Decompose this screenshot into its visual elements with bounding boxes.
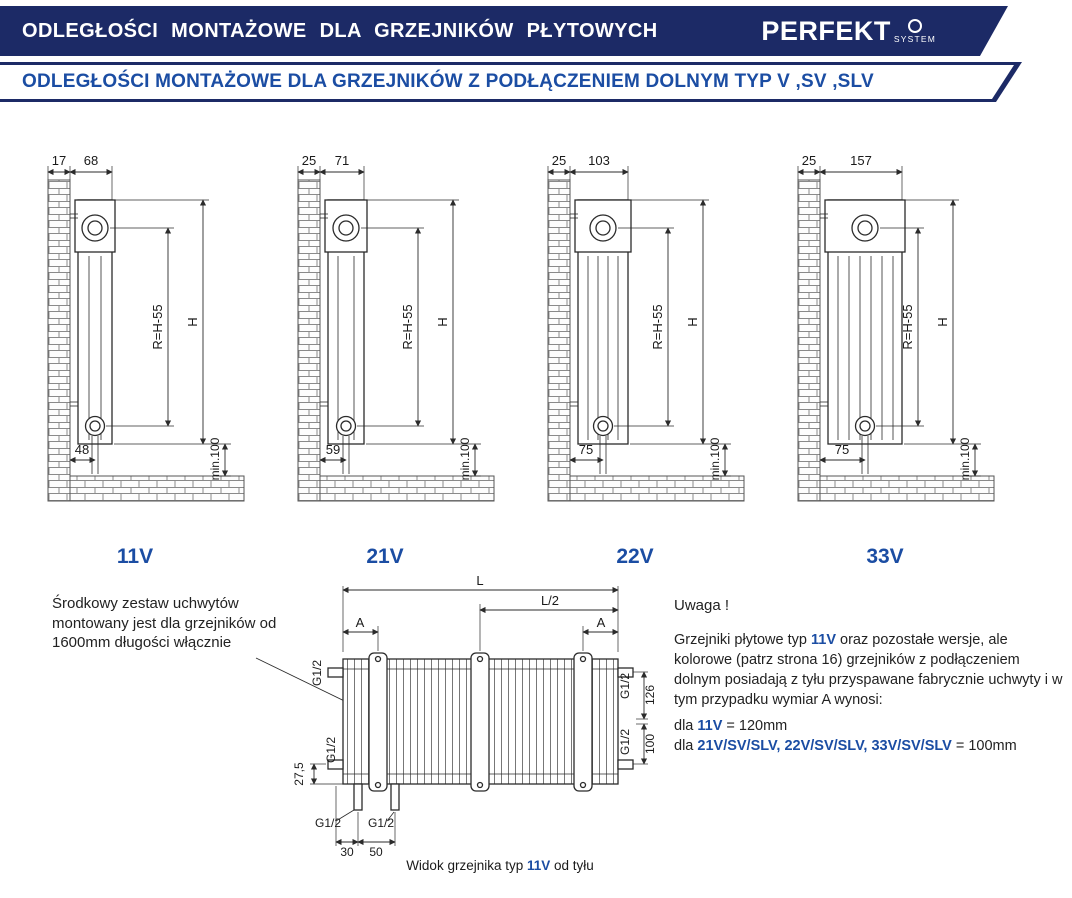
- caption-type: 11V: [527, 858, 550, 873]
- dim-half-length: L/2: [541, 593, 559, 608]
- thread-bottom-left: G1/2: [324, 737, 338, 763]
- dim-length: L: [476, 574, 483, 588]
- dim-a-right: A: [597, 615, 606, 630]
- thread-bottom-2: G1/2: [368, 816, 394, 830]
- dim-a-left: A: [356, 615, 365, 630]
- dim-50: 50: [369, 845, 383, 859]
- notice-p1-pre: Grzejniki płytowe typ: [674, 632, 811, 648]
- notice-line2-post: = 120mm: [722, 718, 788, 734]
- brand-name: PERFEKT: [761, 15, 891, 46]
- radiator-body: [319, 199, 368, 474]
- thread-bottom-1: G1/2: [315, 816, 341, 830]
- notice-p1-type: 11V: [811, 632, 836, 648]
- notice-line3-post: = 100mm: [951, 738, 1017, 754]
- radiator-body: [69, 199, 116, 474]
- type-label-11v: 11V: [116, 545, 154, 568]
- dim-depth: 157: [850, 153, 872, 168]
- brand-right: SYSTEM: [893, 18, 936, 44]
- dim-floor-clearance: min.100: [708, 437, 722, 480]
- notice-paragraph: Grzejniki płytowe typ 11V oraz pozostałe…: [674, 630, 1064, 710]
- wall-brackets: [368, 652, 593, 792]
- notice-line2-pre: dla: [674, 718, 698, 734]
- dim-pipe-offset: 48: [74, 442, 88, 457]
- dim-height: H: [435, 317, 450, 326]
- radiator-body: [569, 199, 632, 474]
- dim-radius: R=H-55: [650, 304, 665, 349]
- dim-pipe-offset: 59: [325, 442, 339, 457]
- wall-and-floor: [297, 179, 494, 502]
- dim-radius: R=H-55: [400, 304, 415, 349]
- dimensions: 25 103 R=H-55 H min.100 75: [546, 153, 731, 480]
- diagram-21v: 25 71 R=H-55 H min.100 59 21V: [260, 136, 510, 569]
- notice-title: Uwaga !: [674, 597, 730, 614]
- brand-subtitle: SYSTEM: [893, 33, 936, 44]
- bracket-note: Środkowy zestaw uchwytów montowany jest …: [52, 595, 277, 651]
- notice-line2-type: 11V: [697, 718, 723, 734]
- dimensions: 25 157 R=H-55 H min.100 75: [796, 153, 981, 480]
- rear-view-caption: Widok grzejnika typ 11V od tyłu: [406, 858, 594, 873]
- rear-dimensions: L L/2 A A G1/2 G1/2: [292, 573, 657, 859]
- radiator-side-view-22v: 25 103 R=H-55 H min.100 75: [546, 153, 744, 502]
- type-label-22v: 22V: [616, 545, 654, 568]
- dim-100: 100: [643, 734, 657, 754]
- diagram-22v: 25 103 R=H-55 H min.100 75 22: [510, 136, 760, 569]
- radiator-side-view-11v: 17 68 R=H-55 H min.100 48: [46, 153, 244, 502]
- notice-p1-post: oraz pozostałe wersje, ale kolorowe (pat…: [674, 632, 1063, 708]
- thread-bottom-right: G1/2: [618, 729, 632, 755]
- type-label-33v: 33V: [866, 545, 904, 568]
- dim-floor-clearance: min.100: [958, 437, 972, 480]
- subheader-bar: ODLEGŁOŚCI MONTAŻOWE DLA GRZEJNIKÓW Z PO…: [0, 62, 1022, 102]
- dim-30: 30: [340, 845, 354, 859]
- notice-line3: dla 21V/SV/SLV, 22V/SV/SLV, 33V/SV/SLV =…: [674, 736, 1064, 756]
- diagram-row: 17 68 R=H-55 H min.100 48 11V: [10, 136, 1062, 569]
- wall-and-floor: [547, 179, 744, 502]
- dim-depth: 71: [334, 153, 348, 168]
- radiator-rear-view: L L/2 A A G1/2 G1/2: [292, 573, 657, 873]
- bottom-section: Środkowy zestaw uchwytów montowany jest …: [0, 568, 1072, 898]
- dim-floor-clearance: min.100: [458, 437, 472, 480]
- dimensions: 25 71 R=H-55 H min.100 59: [296, 153, 481, 480]
- diagram-33v: 25 157 R=H-55 H min.100 75 33: [760, 136, 1010, 569]
- dim-wall-offset: 25: [301, 153, 315, 168]
- notice-line3-types: 21V/SV/SLV, 22V/SV/SLV, 33V/SV/SLV: [697, 738, 952, 754]
- caption-part2: od tyłu: [550, 858, 594, 873]
- notice-line3-pre: dla: [674, 738, 698, 754]
- diagram-11v: 17 68 R=H-55 H min.100 48 11V: [10, 136, 260, 569]
- header-bar: ODLEGŁOŚCI MONTAŻOWE DLA GRZEJNIKÓW PŁYT…: [0, 6, 1008, 56]
- dim-wall-offset: 17: [51, 153, 65, 168]
- dim-radius: R=H-55: [150, 304, 165, 349]
- type-label-21v: 21V: [366, 545, 404, 568]
- dim-floor-clearance: min.100: [208, 437, 222, 480]
- dimensions: 17 68 R=H-55 H min.100 48: [46, 153, 231, 480]
- dim-27-5: 27,5: [292, 762, 306, 786]
- dim-depth: 103: [588, 153, 610, 168]
- wall-and-floor: [47, 179, 244, 502]
- dim-radius: R=H-55: [900, 304, 915, 349]
- radiator-side-view-33v: 25 157 R=H-55 H min.100 75: [796, 153, 994, 502]
- subheader-title: ODLEGŁOŚCI MONTAŻOWE DLA GRZEJNIKÓW Z PO…: [22, 71, 874, 92]
- wall-and-floor: [797, 179, 994, 502]
- rear-view-wrap: L L/2 A A G1/2 G1/2: [288, 573, 668, 879]
- dim-height: H: [935, 317, 950, 326]
- dim-height: H: [185, 317, 200, 326]
- notice-block: Uwaga ! Grzejniki płytowe typ 11V oraz p…: [674, 596, 1064, 756]
- dim-wall-offset: 25: [551, 153, 565, 168]
- caption-part1: Widok grzejnika typ: [406, 858, 527, 873]
- dim-depth: 68: [83, 153, 97, 168]
- radiator-body: [819, 199, 906, 474]
- subheader-inner: ODLEGŁOŚCI MONTAŻOWE DLA GRZEJNIKÓW Z PO…: [0, 65, 1014, 99]
- dim-pipe-offset: 75: [578, 442, 592, 457]
- notice-line2: dla 11V = 120mm: [674, 716, 1064, 736]
- brand-logo: PERFEKT SYSTEM: [761, 16, 936, 47]
- radiator-side-view-21v: 25 71 R=H-55 H min.100 59: [296, 153, 494, 502]
- thread-top-right: G1/2: [618, 673, 632, 699]
- page-title: ODLEGŁOŚCI MONTAŻOWE DLA GRZEJNIKÓW PŁYT…: [22, 19, 658, 42]
- brand-ring-icon: [907, 18, 922, 33]
- thread-top-left: G1/2: [310, 660, 324, 686]
- dim-pipe-offset: 75: [834, 442, 848, 457]
- dim-wall-offset: 25: [801, 153, 815, 168]
- dim-height: H: [685, 317, 700, 326]
- dim-126: 126: [643, 685, 657, 705]
